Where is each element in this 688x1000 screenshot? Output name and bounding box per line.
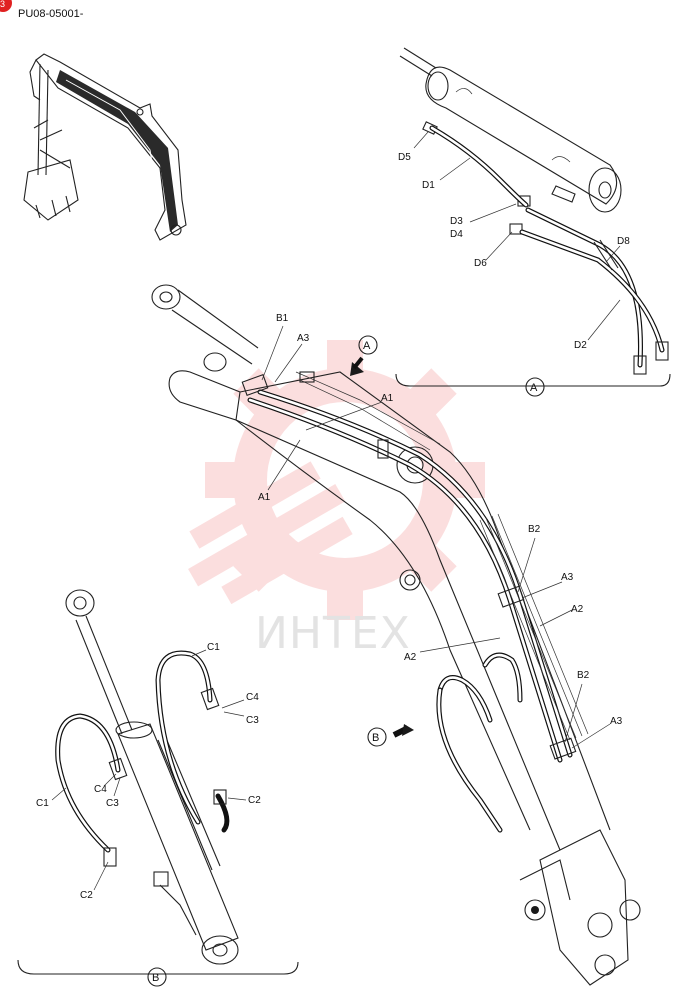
callout-c4-left: C4 bbox=[94, 784, 107, 795]
callout-d5: D5 bbox=[398, 152, 411, 163]
detail-a-label: A bbox=[530, 382, 538, 394]
callout-c2-left: C2 bbox=[80, 890, 93, 901]
callout-a3-top: A3 bbox=[297, 333, 310, 344]
callout-a3-middle: A3 bbox=[561, 572, 574, 583]
view-a-marker: A bbox=[363, 340, 371, 352]
callout-d1: D1 bbox=[422, 180, 435, 191]
detail-a: A D5 D1 D3 D4 D6 D8 D2 bbox=[395, 47, 671, 397]
callout-a1-bottom: A1 bbox=[258, 492, 271, 503]
view-b-marker: B bbox=[372, 732, 379, 744]
callout-c1-left: C1 bbox=[36, 798, 49, 809]
main-boom: A B B1 A3 A1 A1 B2 A3 A2 A2 B2 A3 bbox=[151, 284, 641, 986]
callout-a1-top: A1 bbox=[381, 393, 394, 404]
diagram-code: PU08-05001- bbox=[18, 8, 84, 20]
callout-b2-lower: B2 bbox=[577, 670, 590, 681]
callout-c4-right: C4 bbox=[246, 692, 259, 703]
overview-excavator bbox=[23, 53, 187, 241]
callout-d2: D2 bbox=[574, 340, 587, 351]
callout-b1: B1 bbox=[276, 313, 289, 324]
watermark-text: ИНТЕХ bbox=[255, 608, 411, 659]
view-arrow-b-icon bbox=[402, 724, 414, 736]
callout-c2-right: C2 bbox=[248, 795, 261, 806]
detail-b-label: B bbox=[152, 972, 159, 984]
callout-c3-left: C3 bbox=[106, 798, 119, 809]
callout-c3-right: C3 bbox=[246, 715, 259, 726]
page-badge-icon bbox=[0, 0, 12, 12]
callout-a2-right: A2 bbox=[571, 604, 584, 615]
callout-a2-left: A2 bbox=[404, 652, 417, 663]
watermark-gear-icon bbox=[188, 340, 485, 620]
callout-d4: D4 bbox=[450, 229, 463, 240]
callout-a3-lower: A3 bbox=[610, 716, 623, 727]
callout-d3: D3 bbox=[450, 216, 463, 227]
page-badge: 3 bbox=[0, 0, 5, 9]
callout-c1-right: C1 bbox=[207, 642, 220, 653]
callout-d8: D8 bbox=[617, 236, 630, 247]
callout-d6: D6 bbox=[474, 258, 487, 269]
detail-b: B C1 C4 C3 C2 C1 C4 C3 C2 bbox=[17, 589, 299, 987]
callout-b2-upper: B2 bbox=[528, 524, 541, 535]
header: 3 PU08-05001- bbox=[0, 0, 84, 20]
